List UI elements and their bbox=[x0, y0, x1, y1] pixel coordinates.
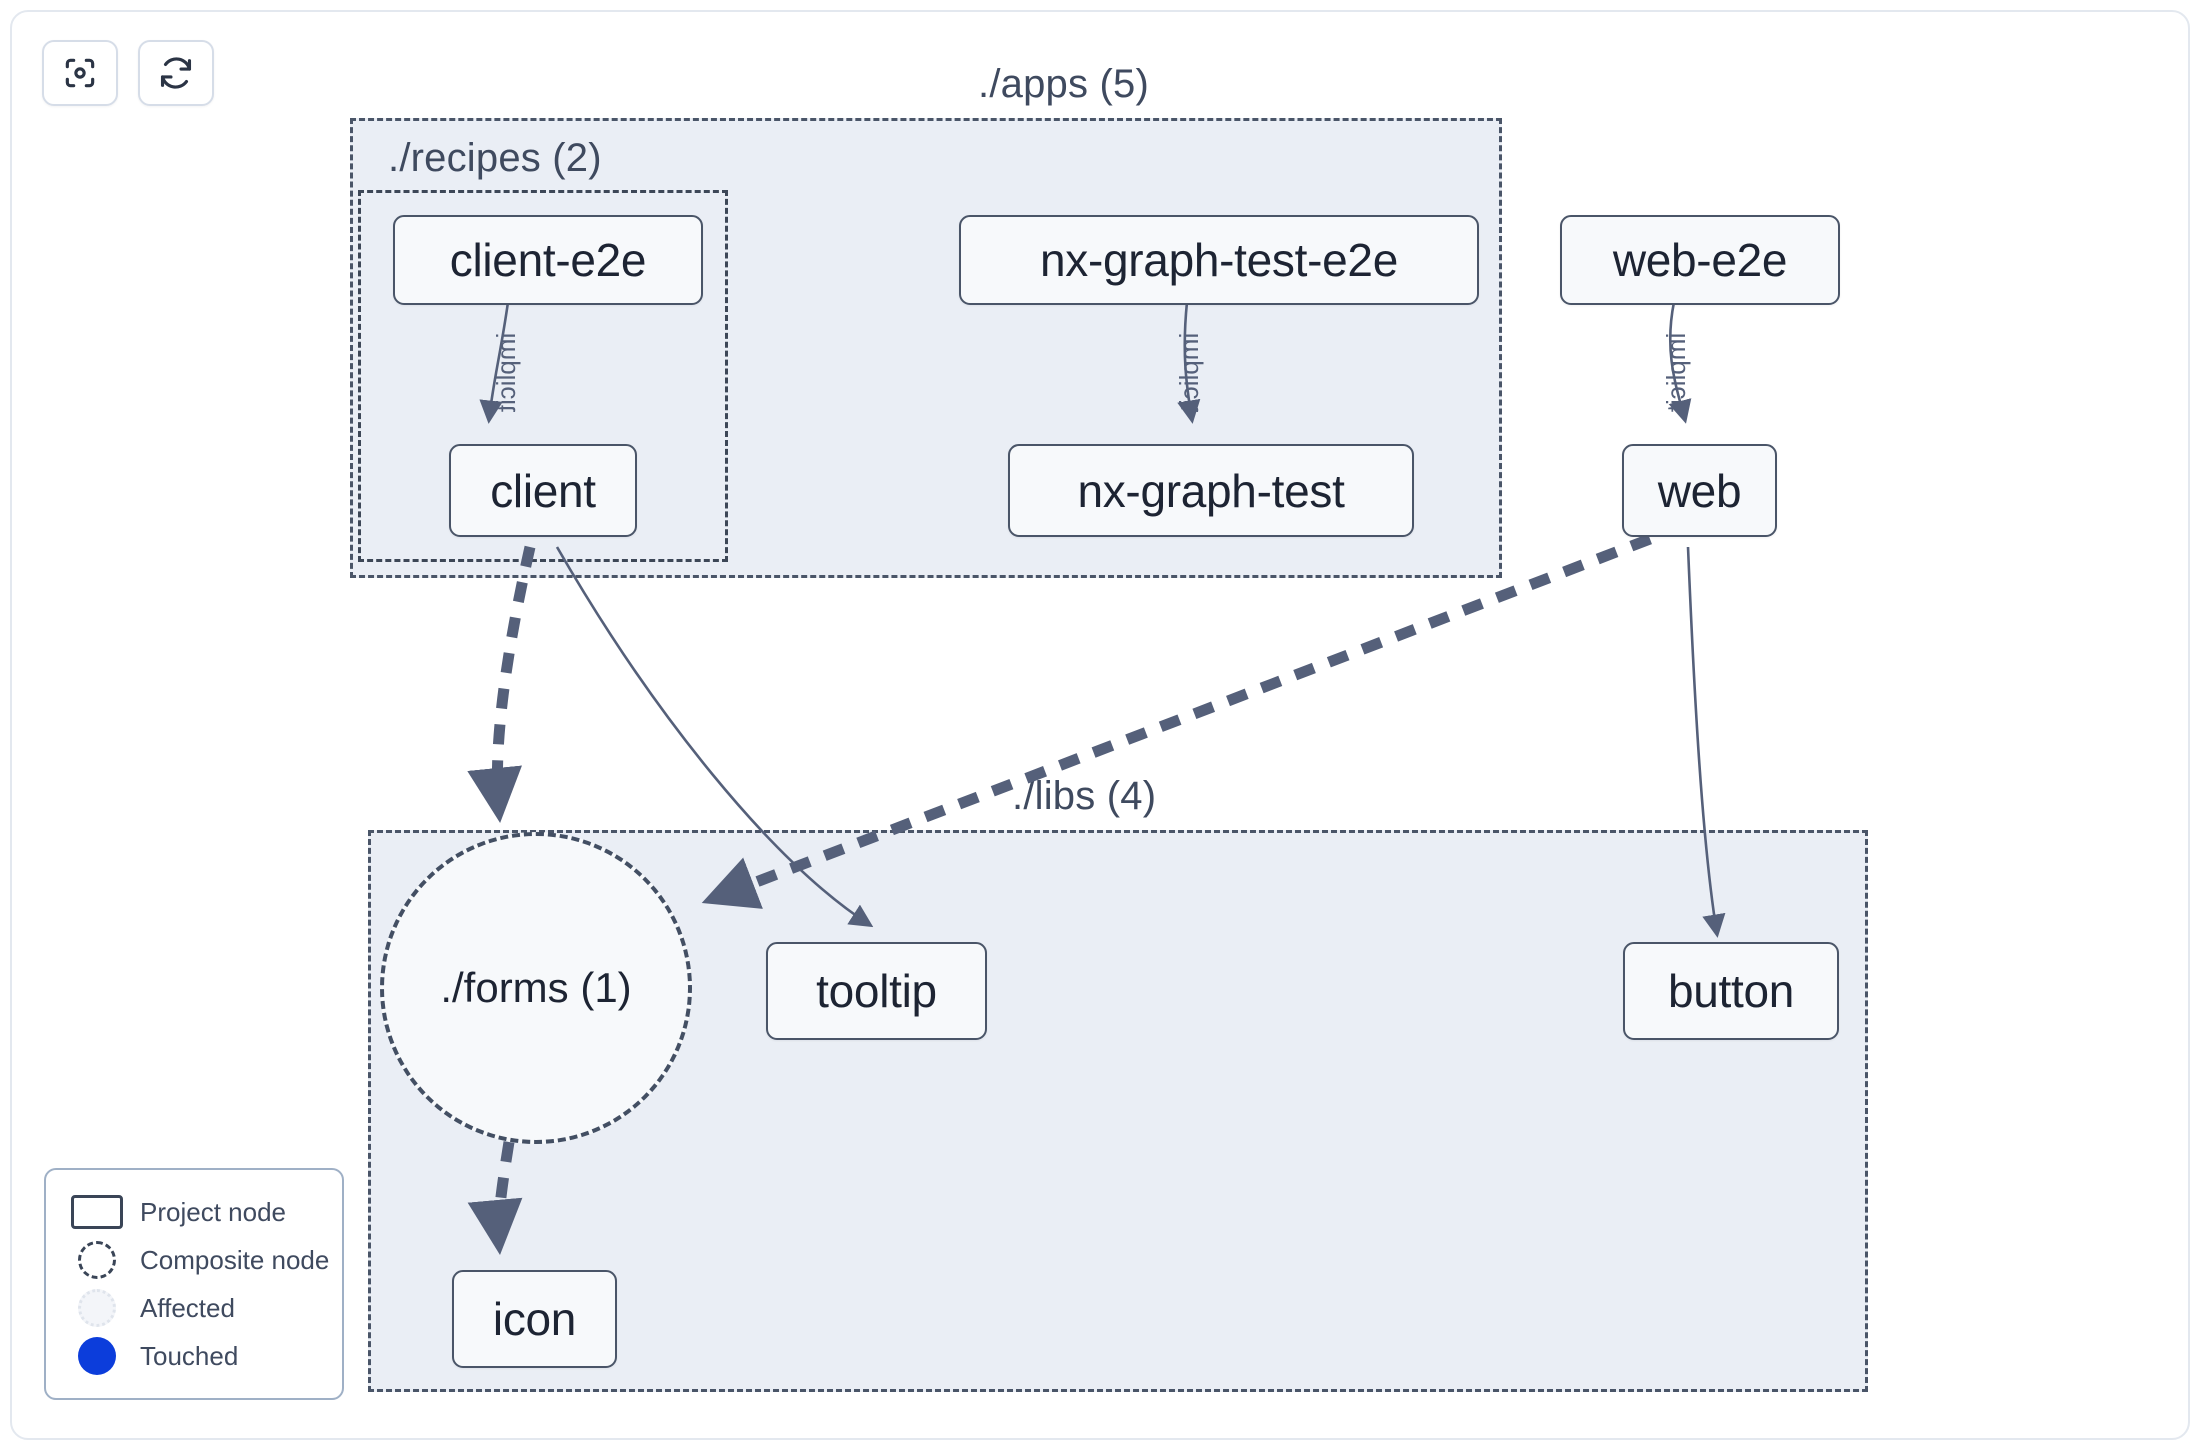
graph-legend: Project node Composite node Affected Tou… bbox=[44, 1168, 344, 1400]
legend-item-touched: Touched bbox=[66, 1332, 322, 1380]
focus-graph-button[interactable] bbox=[42, 40, 118, 106]
edge-client-to-forms bbox=[467, 545, 536, 823]
legend-label-affected: Affected bbox=[140, 1292, 235, 1323]
legend-item-affected: Affected bbox=[66, 1284, 322, 1332]
node-label-client: client bbox=[490, 464, 596, 517]
edge-label-implicit-web: implicit bbox=[1661, 332, 1692, 413]
edge-label-implicit-client: implicit bbox=[491, 332, 522, 413]
node-client[interactable]: client bbox=[449, 444, 637, 537]
node-label-tooltip: tooltip bbox=[816, 965, 937, 1017]
node-label-client-e2e: client-e2e bbox=[449, 234, 647, 286]
node-nx-graph-test-e2e[interactable]: nx-graph-test-e2e bbox=[959, 215, 1479, 305]
refresh-graph-button[interactable] bbox=[138, 40, 214, 106]
refresh-sync-icon bbox=[157, 54, 195, 92]
affected-node-icon bbox=[66, 1289, 128, 1327]
node-tooltip[interactable]: tooltip bbox=[766, 942, 987, 1040]
project-node-icon bbox=[66, 1195, 128, 1229]
touched-node-icon bbox=[66, 1337, 128, 1375]
node-web-e2e[interactable]: web-e2e bbox=[1560, 215, 1840, 305]
legend-label-composite-node: Composite node bbox=[140, 1244, 330, 1275]
node-forms-composite[interactable]: ./forms (1) bbox=[380, 832, 692, 1144]
node-label-nx-graph-test-e2e: nx-graph-test-e2e bbox=[1040, 234, 1398, 286]
group-label-libs: ./libs (4) bbox=[1012, 774, 1157, 818]
graph-toolbar bbox=[42, 40, 214, 106]
graph-layer: ./apps (5) ./recipes (2) ./libs (4) bbox=[12, 12, 2188, 1438]
node-icon[interactable]: icon bbox=[452, 1270, 617, 1368]
node-label-web-e2e: web-e2e bbox=[1612, 234, 1788, 286]
legend-label-project-node: Project node bbox=[140, 1196, 286, 1227]
composite-node-icon bbox=[66, 1241, 128, 1279]
legend-item-project-node: Project node bbox=[66, 1188, 322, 1236]
graph-canvas[interactable]: ./apps (5) ./recipes (2) ./libs (4) bbox=[10, 10, 2190, 1440]
node-nx-graph-test[interactable]: nx-graph-test bbox=[1008, 444, 1414, 537]
node-label-forms: ./forms (1) bbox=[440, 964, 632, 1011]
edge-label-implicit-nxgt: implicit bbox=[1174, 332, 1205, 413]
focus-viewfinder-icon bbox=[61, 54, 99, 92]
legend-item-composite-node: Composite node bbox=[66, 1236, 329, 1284]
legend-label-touched: Touched bbox=[140, 1340, 239, 1371]
node-button[interactable]: button bbox=[1623, 942, 1839, 1040]
group-label-recipes: ./recipes (2) bbox=[388, 136, 602, 180]
node-label-icon: icon bbox=[492, 1293, 577, 1345]
node-web[interactable]: web bbox=[1622, 444, 1777, 537]
node-label-web: web bbox=[1657, 464, 1742, 517]
node-label-nx-graph-test: nx-graph-test bbox=[1077, 464, 1345, 517]
group-label-apps: ./apps (5) bbox=[978, 62, 1149, 106]
node-client-e2e[interactable]: client-e2e bbox=[393, 215, 703, 305]
node-label-button: button bbox=[1667, 965, 1795, 1017]
